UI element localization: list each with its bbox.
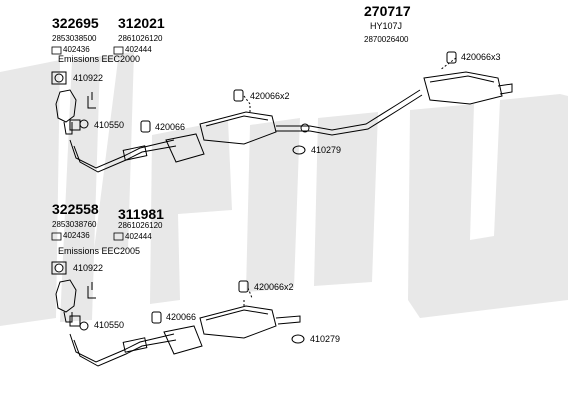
hanger-icon [446,51,457,64]
model-code: HY107J [370,21,403,31]
intermediate-pipe [276,89,421,131]
code-number: 402436 [63,45,90,54]
clamp-icon [79,321,89,331]
code-number: 402436 [63,231,90,240]
part-label: 410922 [73,73,104,83]
part-number: 322558 [52,201,99,217]
gasket-icon [54,73,64,83]
hanger-icon [140,120,151,133]
gasket-icon [51,261,67,275]
middle-muffler [199,305,277,339]
hanger-icon [233,89,244,102]
front-pipe [69,333,175,363]
flex-pipe [122,145,148,161]
catalytic-converter [165,133,205,163]
code-icon [51,46,62,55]
part-label: 420066x3 [461,52,501,62]
clamp-icon [69,315,81,327]
part-label: 420066x2 [250,91,290,101]
part-number: 312021 [118,15,165,31]
code-icon [113,46,124,55]
tail-pipe [497,83,513,95]
oe-number: 2853038760 [52,220,97,229]
part-label: 410279 [311,145,342,155]
part-label: 420066 [155,122,186,132]
code-icon [51,232,62,241]
part-label: 410550 [94,120,125,130]
emissions-label: Emissions EEC2005 [58,246,141,256]
rear-muffler [423,71,503,105]
front-pipe [69,139,175,169]
code-number: 402444 [125,45,152,54]
emissions-label: Emissions EEC2000 [58,54,141,64]
manifold-converter [55,279,77,313]
part-number: 311981 [118,206,164,222]
hanger-icon [151,311,162,324]
part-number: 270717 [364,3,411,19]
tail-pipe [275,315,301,325]
part-label: 410550 [94,320,125,330]
clamp-icon [300,123,310,133]
flex-pipe [122,337,148,353]
gasket-icon [54,263,64,273]
oe-number: 2861026120 [118,221,163,230]
oe-number: 2870026400 [364,35,409,44]
ring-icon [292,145,306,155]
ring-icon [291,334,305,344]
hanger-icon [238,280,249,293]
code-number: 402444 [125,232,152,241]
part-label: 410279 [310,334,341,344]
gasket-icon [51,71,67,85]
part-label: 420066x2 [254,282,294,292]
oe-number: 2861026120 [118,34,163,43]
manifold-converter [55,89,77,123]
part-label: 410922 [73,263,104,273]
clamp-icon [79,119,89,129]
part-label: 420066 [166,312,197,322]
code-icon [113,232,124,241]
middle-muffler [199,111,277,145]
oe-number: 2853038500 [52,34,97,43]
catalytic-converter [163,325,203,355]
part-number: 322695 [52,15,99,31]
